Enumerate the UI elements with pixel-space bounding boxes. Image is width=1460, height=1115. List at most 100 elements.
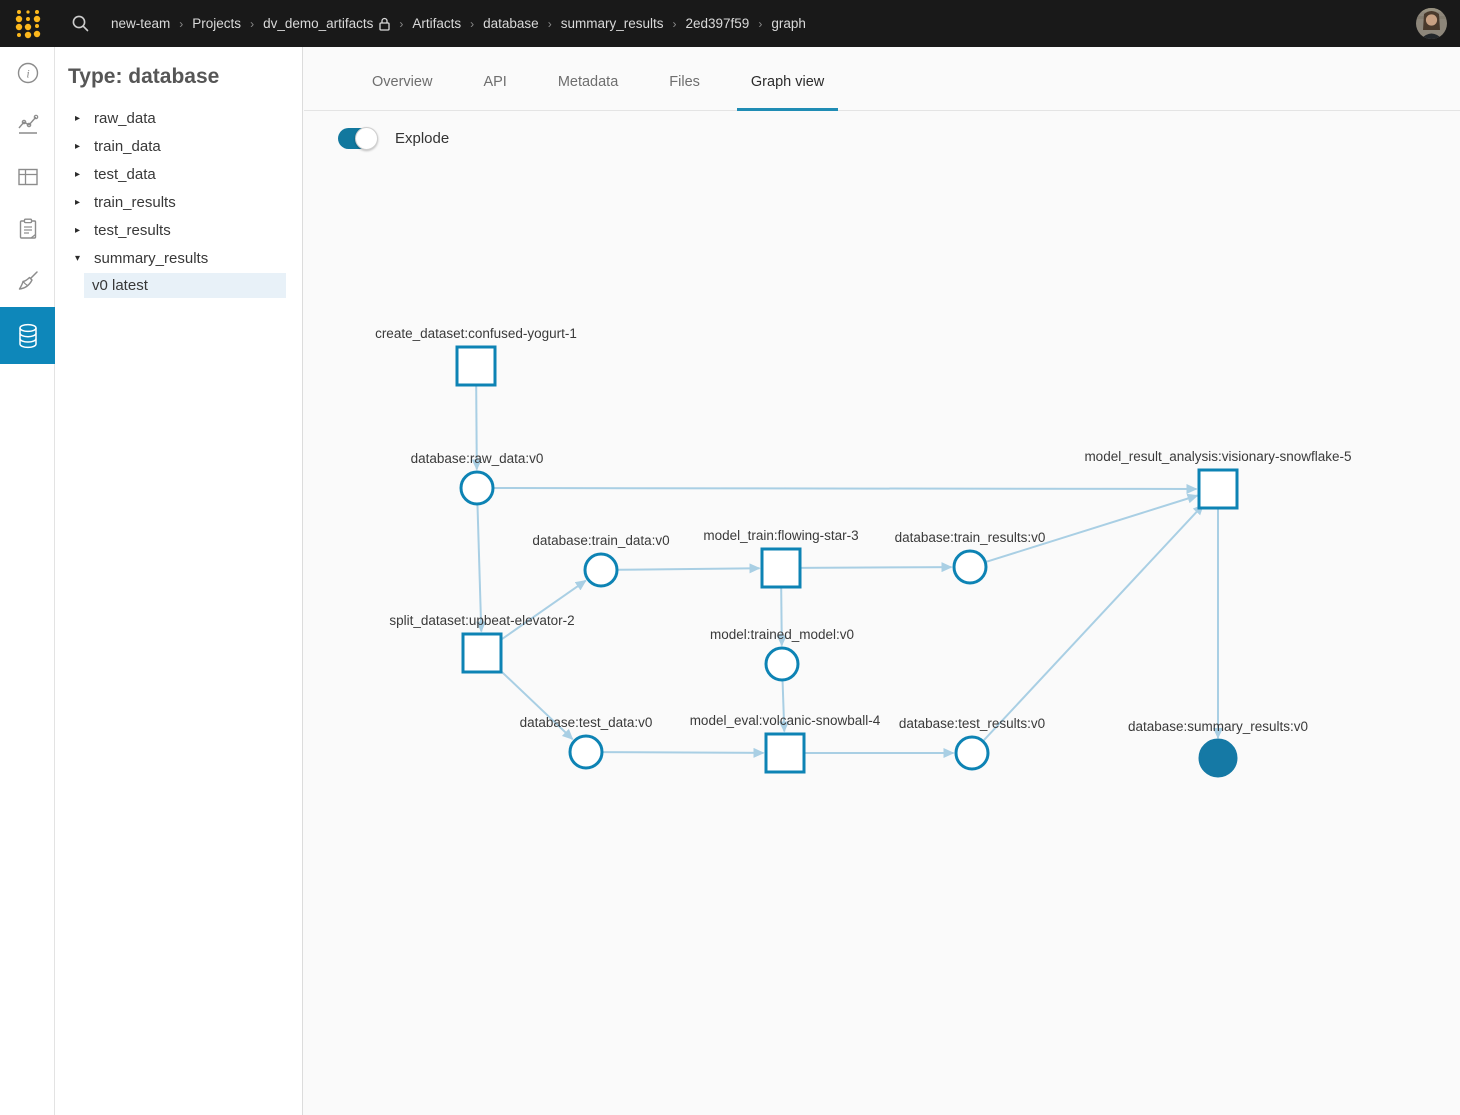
graph-edge-split_dataset-to-train_data: [498, 579, 587, 643]
graph-toolbar: Explode: [304, 111, 1460, 150]
tree-item-train_results[interactable]: ▸ train_results: [55, 188, 302, 216]
breadcrumb-separator: ›: [470, 16, 475, 31]
graph-edge-raw_data-to-split_dataset: [476, 505, 486, 633]
tree-item-label: test_results: [94, 221, 171, 239]
breadcrumb-item-Projects[interactable]: Projects: [192, 16, 242, 31]
tab-bar: Overview API Metadata Files Graph view: [304, 47, 1460, 111]
breadcrumb-separator: ›: [179, 16, 184, 31]
graph-node-create_dataset[interactable]: [455, 345, 497, 387]
graph-node-label-model_eval: model_eval:volcanic-snowball-4: [690, 713, 881, 728]
tab-overview[interactable]: Overview: [372, 74, 433, 90]
graph-edge-test_results-to-analysis: [983, 503, 1205, 741]
graph-edge-raw_data-to-analysis: [494, 483, 1198, 494]
graph-node-label-analysis: model_result_analysis:visionary-snowflak…: [1084, 449, 1351, 464]
tree-item-train_data[interactable]: ▸ train_data: [55, 132, 302, 160]
tree-item-label: train_data: [94, 137, 161, 155]
breadcrumb-item-summary_results[interactable]: summary_results: [560, 16, 664, 31]
graph-node-split_dataset[interactable]: [461, 632, 503, 674]
tab-graph-view[interactable]: Graph view: [736, 74, 839, 111]
graph-node-label-create_dataset: create_dataset:confused-yogurt-1: [375, 326, 577, 341]
breadcrumb-item-new-team[interactable]: new-team: [111, 16, 171, 31]
graph-edge-model_train-to-train_results: [801, 562, 953, 573]
graph-edge-split_dataset-to-test_data: [496, 666, 574, 740]
breadcrumb-item-database[interactable]: database: [483, 16, 539, 31]
graph-node-label-raw_data: database:raw_data:v0: [411, 451, 544, 466]
rail-item-sweeps[interactable]: [0, 255, 55, 307]
clipboard-icon: [19, 218, 36, 239]
database-icon: [18, 323, 37, 348]
rail-item-tables[interactable]: [0, 151, 55, 203]
tree-item-summary_results[interactable]: ▾ summary_results: [55, 244, 302, 272]
panel-title: Type: database: [68, 65, 220, 88]
explode-toggle[interactable]: [338, 127, 378, 150]
graph-node-label-train_data: database:train_data:v0: [532, 533, 669, 548]
tab-metadata[interactable]: Metadata: [557, 74, 619, 90]
graph-node-model_train[interactable]: [760, 547, 802, 589]
breadcrumb-separator: ›: [547, 16, 552, 31]
svg-text:i: i: [26, 67, 29, 81]
caret-right-icon[interactable]: ▸: [75, 168, 81, 180]
graph-node-label-test_data: database:test_data:v0: [520, 715, 653, 730]
wandb-logo[interactable]: [0, 0, 55, 47]
graph-node-model_eval[interactable]: [764, 732, 806, 774]
rail-item-artifacts[interactable]: [0, 307, 55, 364]
tab-api[interactable]: API: [483, 74, 507, 90]
tree-item-label: summary_results: [94, 249, 209, 267]
graph-edge-train_data-to-model_train: [618, 563, 761, 574]
explode-toggle-label: Explode: [395, 130, 450, 147]
graph-node-raw_data[interactable]: [459, 470, 495, 506]
graph-node-train_data[interactable]: [583, 552, 619, 588]
graph-node-label-model_train: model_train:flowing-star-3: [703, 528, 858, 543]
graph-edge-test_data-to-model_eval: [603, 747, 765, 758]
graph-node-label-trained_model: model:trained_model:v0: [710, 627, 854, 642]
top-nav: new-team › Projects › dv_demo_artifacts › Arti…: [0, 0, 1460, 47]
tree-item-label: train_results: [94, 193, 176, 211]
graph-node-test_results[interactable]: [954, 735, 990, 771]
caret-right-icon[interactable]: ▸: [75, 196, 81, 208]
broom-icon: [18, 271, 38, 290]
breadcrumb-separator: ›: [250, 16, 255, 31]
artifact-type-panel: Type: database ▸raw_data▸train_data▸test…: [55, 47, 303, 1115]
breadcrumb-separator: ›: [758, 16, 763, 31]
graph-node-train_results[interactable]: [952, 549, 988, 585]
search-icon: [72, 15, 88, 32]
breadcrumb-item-2ed397f59[interactable]: 2ed397f59: [685, 16, 750, 31]
graph-edge-train_results-to-analysis: [986, 493, 1199, 563]
breadcrumb-separator: ›: [399, 16, 404, 31]
graph-node-label-train_results: database:train_results:v0: [895, 530, 1046, 545]
caret-down-icon[interactable]: ▾: [75, 252, 81, 264]
user-avatar[interactable]: [1416, 8, 1447, 39]
info-icon: i: [17, 62, 38, 84]
artifact-tree: ▸raw_data▸train_data▸test_data▸train_res…: [55, 104, 302, 298]
graph-edge-create_dataset-to-raw_data: [471, 386, 482, 471]
tab-files[interactable]: Files: [669, 74, 700, 90]
breadcrumb-separator: ›: [672, 16, 677, 31]
lock-icon: [379, 17, 391, 31]
tree-version-v0-latest[interactable]: v0 latest: [84, 273, 286, 298]
rail-item-info[interactable]: i: [0, 47, 55, 99]
caret-right-icon[interactable]: ▸: [75, 224, 81, 236]
rail-item-logs[interactable]: [0, 203, 55, 255]
graph-node-summary_results[interactable]: [1198, 738, 1238, 778]
graph-node-test_data[interactable]: [568, 734, 604, 770]
tree-item-test_data[interactable]: ▸ test_data: [55, 160, 302, 188]
graph-node-trained_model[interactable]: [764, 646, 800, 682]
tree-item-label: test_data: [94, 165, 156, 183]
breadcrumb-item-Artifacts[interactable]: Artifacts: [412, 16, 462, 31]
caret-right-icon[interactable]: ▸: [75, 112, 81, 124]
tree-item-test_results[interactable]: ▸ test_results: [55, 216, 302, 244]
graph-node-label-summary_results: database:summary_results:v0: [1128, 719, 1308, 734]
graph-edge-model_train-to-trained_model: [776, 588, 787, 647]
rail-item-charts[interactable]: [0, 99, 55, 151]
search-button[interactable]: [63, 7, 97, 41]
breadcrumb-item-graph[interactable]: graph: [771, 16, 806, 31]
tree-item-raw_data[interactable]: ▸raw_data: [55, 104, 302, 132]
breadcrumb-item-dv_demo_artifacts[interactable]: dv_demo_artifacts: [263, 16, 374, 31]
graph-edge-trained_model-to-model_eval: [778, 681, 789, 733]
table-icon: [17, 168, 38, 186]
graph-node-label-test_results: database:test_results:v0: [899, 716, 1045, 731]
main-content: Overview API Metadata Files Graph view Explo…: [304, 47, 1460, 1115]
graph-node-analysis[interactable]: [1197, 468, 1239, 510]
caret-right-icon[interactable]: ▸: [75, 140, 81, 152]
